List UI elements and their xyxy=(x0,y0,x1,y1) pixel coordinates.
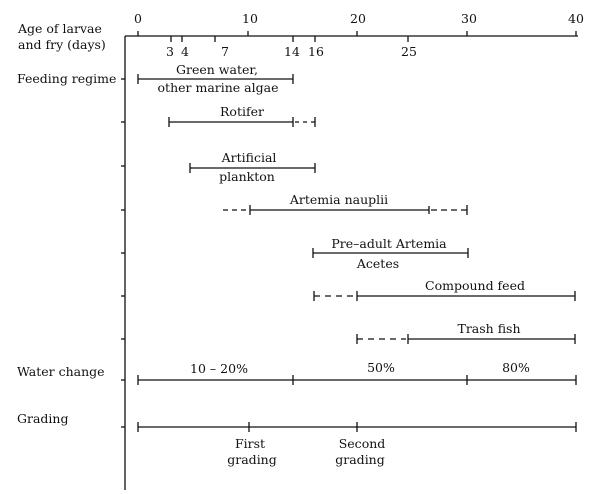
water-change-50-label: 50% xyxy=(367,360,395,375)
preadult-artemia-label: Pre–adult Artemia xyxy=(331,236,447,251)
bar-preadult-artemia xyxy=(312,248,469,258)
bar-rotifer xyxy=(168,117,316,127)
second-grading-label-line1: Second xyxy=(338,436,386,451)
first-grading-label-line2: grading xyxy=(227,452,277,467)
bar-green-water xyxy=(137,74,294,84)
water-change-label: Water change xyxy=(17,364,105,379)
tick-10: 10 xyxy=(242,11,258,26)
bar-water-change xyxy=(137,375,577,385)
tick-30: 30 xyxy=(461,11,477,26)
tick-16: 16 xyxy=(308,44,324,59)
second-grading-label-line2: grading xyxy=(335,452,385,467)
grading-label: Grading xyxy=(17,411,69,426)
tick-25: 25 xyxy=(401,44,417,59)
tick-14: 14 xyxy=(284,44,300,59)
bar-grading xyxy=(137,422,577,432)
artificial-plankton-label-line2: plankton xyxy=(219,169,275,184)
tick-20: 20 xyxy=(350,11,366,26)
artificial-plankton-label-line1: Artificial xyxy=(221,150,277,165)
green-water-label-line1: Green water, xyxy=(176,62,258,77)
water-change-80-label: 80% xyxy=(502,360,530,375)
first-grading-label-line1: First xyxy=(234,436,266,451)
bar-compound-feed xyxy=(313,291,576,301)
bar-artemia-nauplii xyxy=(223,205,468,215)
green-water-label-line2: other marine algae xyxy=(157,80,279,95)
tick-3: 3 xyxy=(166,44,174,59)
water-change-10-20-label: 10 – 20% xyxy=(190,361,248,376)
trash-fish-label: Trash fish xyxy=(457,321,521,336)
artemia-nauplii-label: Artemia nauplii xyxy=(289,192,389,207)
rotifer-label: Rotifer xyxy=(220,104,264,119)
bar-artificial-plankton xyxy=(189,163,316,173)
tick-0: 0 xyxy=(134,11,142,26)
age-label-line1: Age of larvae xyxy=(18,21,102,36)
age-label-line2: and fry (days) xyxy=(18,37,106,52)
tick-4: 4 xyxy=(181,44,189,59)
tick-40: 40 xyxy=(568,11,584,26)
acetes-label: Acetes xyxy=(356,256,400,271)
tick-7: 7 xyxy=(221,44,229,59)
compound-feed-label: Compound feed xyxy=(425,278,525,293)
feeding-regime-label: Feeding regime xyxy=(17,71,117,86)
bar-trash-fish xyxy=(356,334,576,344)
